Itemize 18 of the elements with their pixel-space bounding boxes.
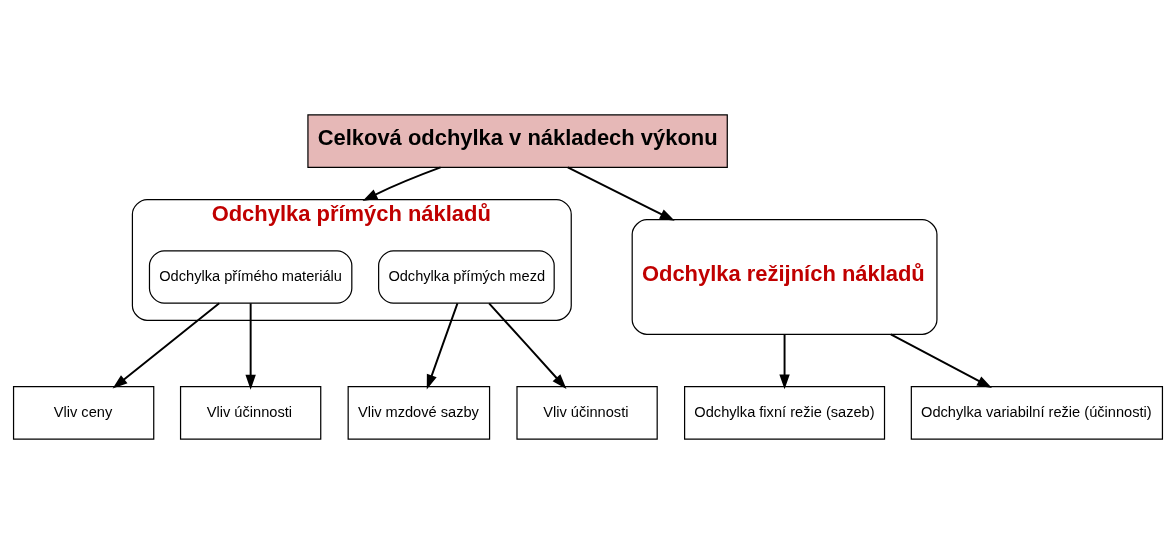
arrow bbox=[112, 301, 221, 389]
node-box: Vliv účinnosti bbox=[516, 385, 658, 440]
node-box: Odchylka režijních nákladů bbox=[631, 218, 938, 335]
arrow bbox=[889, 332, 992, 388]
arrow bbox=[426, 301, 459, 389]
node-box: Odchylka přímého materiálu bbox=[148, 249, 353, 304]
node-box: Odchylka fixní režie (sazeb) bbox=[684, 385, 886, 440]
arrow bbox=[779, 332, 790, 389]
node-box: Vliv ceny bbox=[12, 385, 155, 440]
node-box: Odchylka variabilní režie (účinnosti) bbox=[910, 385, 1164, 440]
arrow bbox=[488, 301, 567, 389]
node-box: Vliv mzdové sazby bbox=[347, 385, 491, 440]
arrow bbox=[245, 301, 256, 390]
arrow bbox=[566, 165, 675, 221]
arrow bbox=[362, 165, 442, 201]
node-box: Odchylka přímých mezd bbox=[378, 249, 555, 304]
node-box: Celková odchylka v nákladech výkonu bbox=[307, 113, 728, 168]
node-box: Vliv účinnosti bbox=[179, 385, 322, 440]
